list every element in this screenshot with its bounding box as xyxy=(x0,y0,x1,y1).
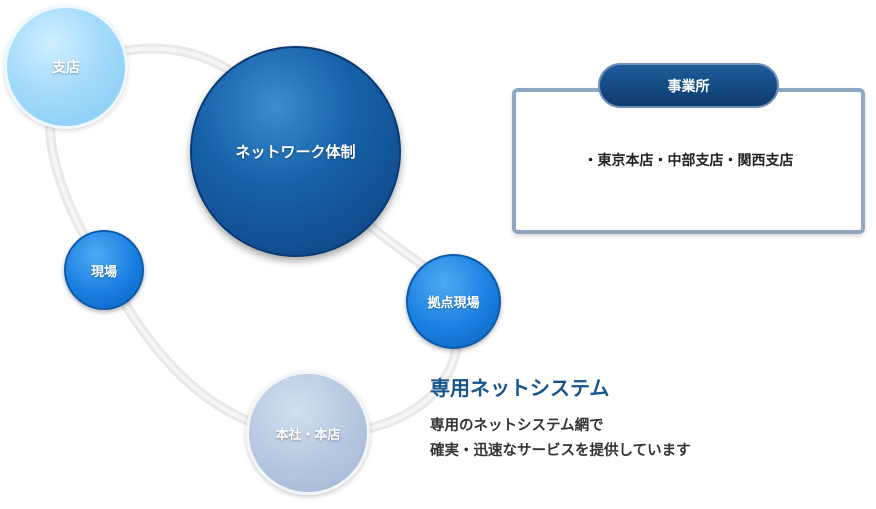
node-head-office: 本社・本店 xyxy=(246,371,370,495)
caption-line-1: 専用のネットシステム網で xyxy=(430,418,604,434)
offices-list: ・東京本店・中部支店・関西支店 xyxy=(583,153,794,169)
node-site: 現場 xyxy=(64,230,144,310)
caption-title: 専用ネットシステム xyxy=(430,376,610,400)
node-head-office-label: 本社・本店 xyxy=(275,427,341,443)
node-network-system: ネットワーク体制 xyxy=(190,46,401,257)
offices-title-tab: 事業所 xyxy=(598,63,779,108)
node-branch-label: 支店 xyxy=(52,60,80,76)
node-base-site-label: 拠点現場 xyxy=(427,296,480,311)
offices-title: 事業所 xyxy=(667,78,710,95)
caption-line-2: 確実・迅速なサービスを提供しています xyxy=(430,443,691,459)
node-site-label: 現場 xyxy=(90,264,117,280)
node-branch: 支店 xyxy=(4,5,128,129)
node-network-system-label: ネットワーク体制 xyxy=(235,143,356,161)
node-base-site: 拠点現場 xyxy=(406,254,501,349)
